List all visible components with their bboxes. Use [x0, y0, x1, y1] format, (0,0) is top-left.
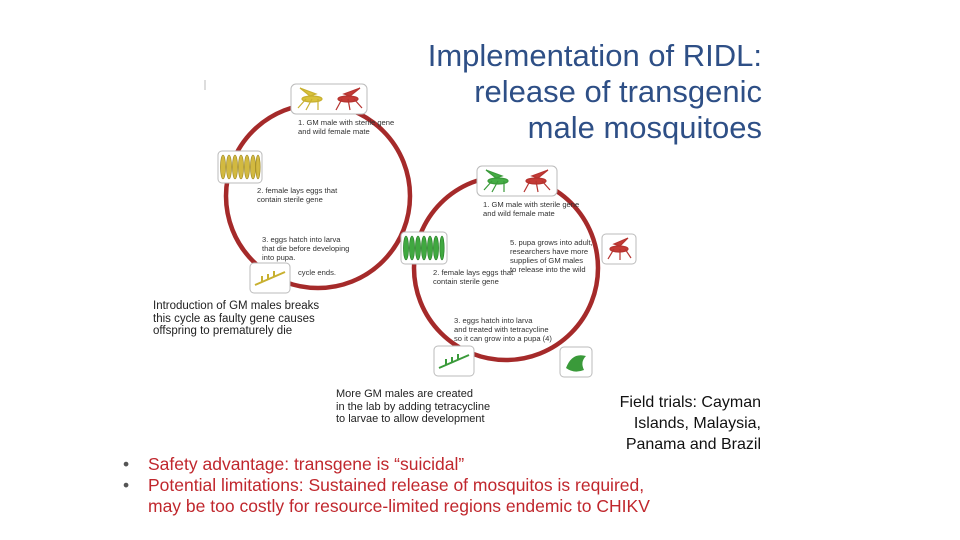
- right-step2-label: 2. female lays eggs that contain sterile…: [433, 268, 514, 286]
- title-line-1: Implementation of RIDL:: [427, 38, 762, 73]
- right-step3-label: 3. eggs hatch into larva and treated wit…: [454, 316, 552, 343]
- mosquito-wild-icon: [523, 169, 551, 193]
- bullet-list: • Safety advantage: transgene is “suicid…: [120, 454, 800, 517]
- mosquito-gm-icon: [483, 169, 509, 193]
- bullet-marker: •: [123, 454, 130, 474]
- mosquito-wild-icon: [335, 87, 363, 111]
- right-larva-node: [433, 345, 475, 377]
- larva-icon: [254, 271, 286, 286]
- eggs-icon: [403, 235, 445, 261]
- title-line-3: male mosquitoes: [527, 110, 762, 145]
- eggs-icon: [220, 154, 261, 180]
- mosquito-gm-icon: [607, 237, 632, 260]
- left-cycle-end-label: cycle ends.: [298, 268, 336, 277]
- right-step1-label: 1. GM male with sterile gene and wild fe…: [483, 200, 580, 218]
- left-step1-label: 1. GM male with sterile gene and wild fe…: [298, 118, 395, 136]
- right-eggs-node: [400, 231, 448, 265]
- left-mating-node: [290, 83, 368, 115]
- bullet-marker: •: [123, 475, 130, 495]
- bullet-safety-advantage: • Safety advantage: transgene is “suicid…: [123, 454, 465, 474]
- mosquito-gm-icon: [297, 87, 323, 111]
- field-trials-text: Field trials: Cayman Islands, Malaysia, …: [619, 394, 761, 453]
- right-mating-node: [476, 165, 558, 197]
- left-step2-label: 2. female lays eggs that contain sterile…: [257, 186, 338, 204]
- right-adult-node: [601, 233, 637, 265]
- left-cycle-note: Introduction of GM males breaks this cyc…: [153, 300, 320, 337]
- left-eggs-node: [217, 150, 263, 184]
- right-step5-label: 5. pupa grows into adult, researchers ha…: [510, 238, 593, 274]
- pupa-icon: [566, 355, 586, 372]
- right-pupa-node: [559, 346, 593, 378]
- left-step3-label: 3. eggs hatch into larva that die before…: [262, 235, 350, 262]
- title-line-2: release of transgenic: [474, 74, 762, 109]
- larva-icon: [438, 354, 470, 369]
- left-larva-node: [249, 262, 291, 294]
- bullet-potential-limitations: • Potential limitations: Sustained relea…: [123, 475, 650, 516]
- slide-title: Implementation of RIDL: release of trans…: [390, 38, 762, 146]
- right-cycle-note: More GM males are created in the lab by …: [336, 388, 491, 425]
